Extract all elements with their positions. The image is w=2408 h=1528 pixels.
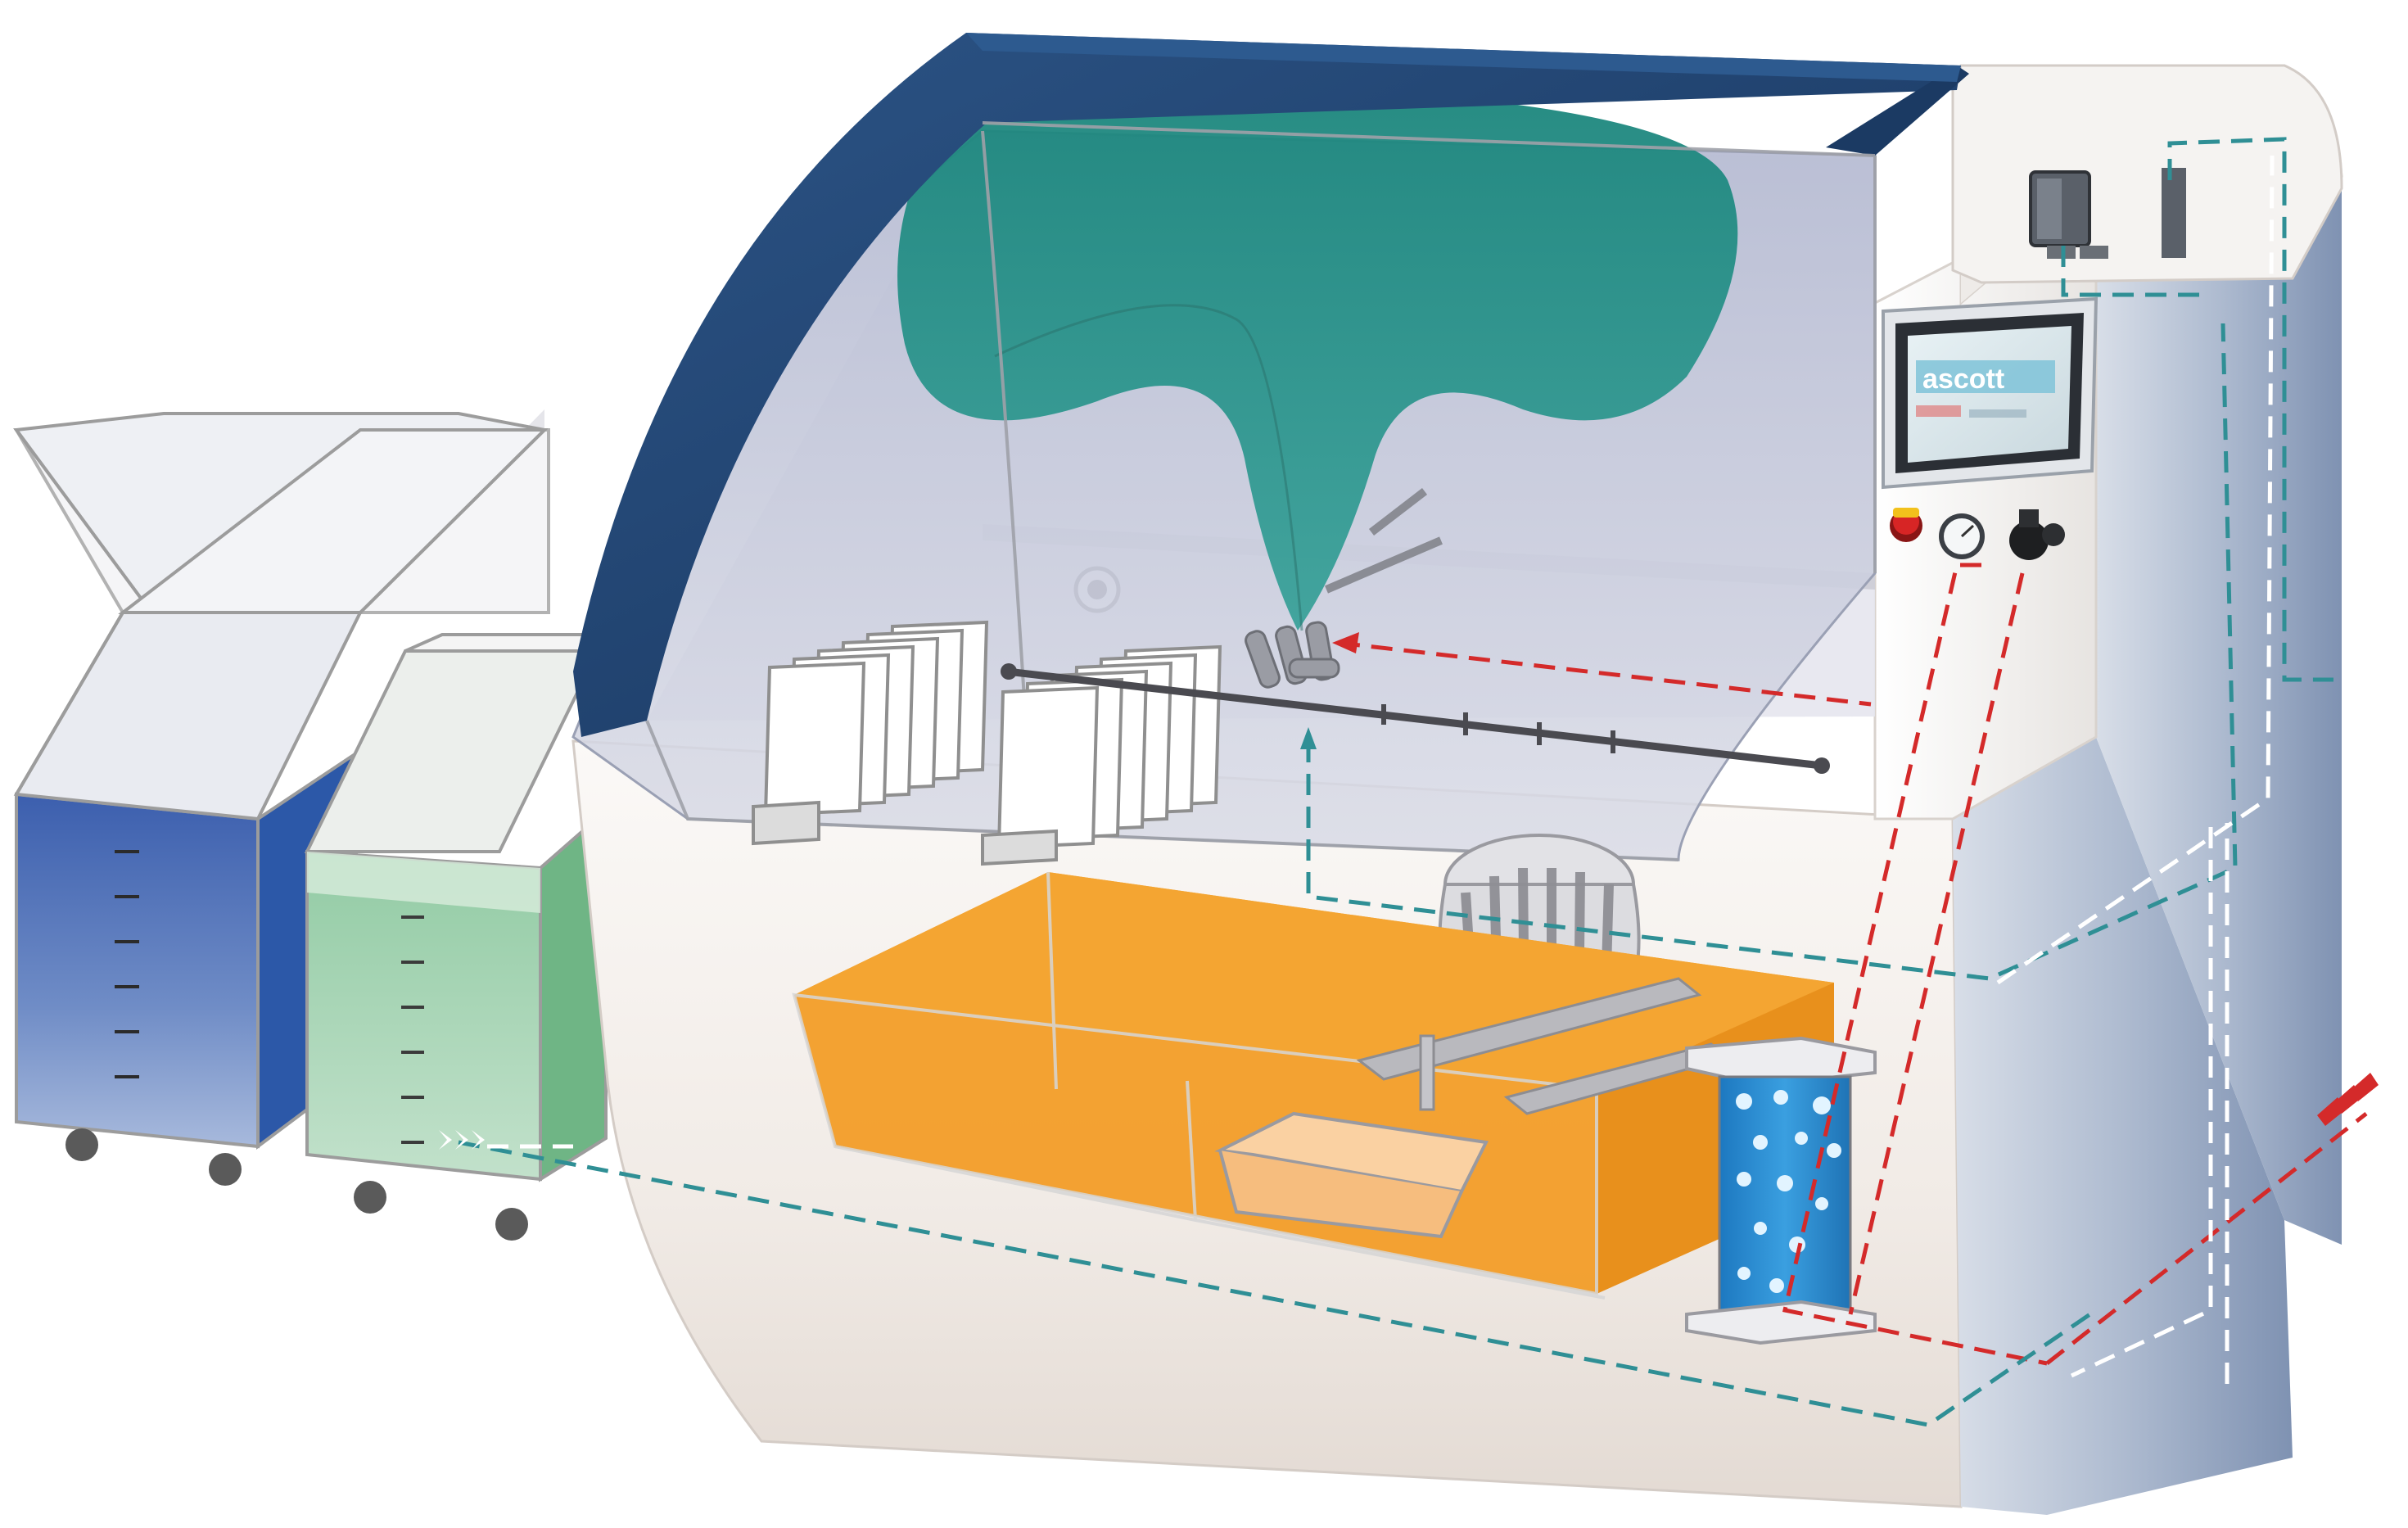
emergency-stop-button[interactable] — [1890, 508, 1922, 542]
tower-support — [1356, 977, 1731, 1115]
touch-screen[interactable] — [1908, 326, 2071, 463]
pressure-gauge-icon — [1939, 513, 1985, 559]
sample-rack-right — [981, 644, 1222, 866]
toggle-switch-icon[interactable] — [2042, 523, 2065, 546]
green-cart — [304, 633, 608, 1241]
collection-funnel — [1214, 1111, 1489, 1239]
drain-line — [487, 155, 2275, 1384]
sample-rod — [1001, 663, 1830, 774]
regulator-knob-icon[interactable] — [2009, 509, 2049, 560]
hood-frame — [573, 33, 1969, 737]
control-panel: ascott — [1882, 296, 2099, 560]
solution-outlet-chevrons-icon — [439, 1130, 485, 1150]
air-inlet-chevrons-icon — [2317, 1073, 2379, 1126]
solution-supply-line — [458, 137, 2333, 1427]
air-flow-arrowhead — [1332, 632, 1359, 653]
regulator-bracket-icon — [2162, 168, 2186, 258]
screen-brand-label: ascott — [1922, 364, 2004, 395]
compressed-air-line — [1338, 563, 2368, 1366]
solution-flow-arrowhead — [1300, 727, 1317, 749]
salt-fog-cloud — [897, 84, 1738, 631]
upper-control-box — [1951, 64, 2343, 284]
atomizer-nozzle-icon — [1245, 488, 1443, 689]
sample-rack-left — [752, 620, 989, 846]
humidifier-column — [1685, 1036, 1877, 1345]
